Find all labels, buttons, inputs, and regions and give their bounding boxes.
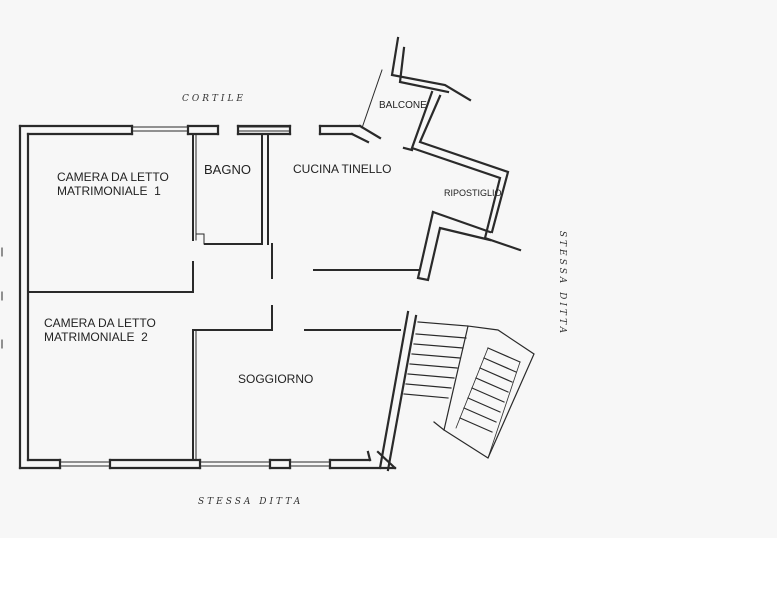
interior-walls [27, 133, 419, 461]
label-bedroom-1-line2: MATRIMONIALE 1 [57, 184, 161, 198]
label-storage: RIPOSTIGLIO [444, 188, 502, 198]
outer-walls [18, 124, 397, 470]
label-neighbor-bottom: STESSA DITTA [198, 497, 304, 507]
label-balcony: BALCONE [379, 100, 427, 111]
right-walls [378, 36, 522, 472]
staircase [403, 321, 535, 459]
balcony-railing [361, 69, 383, 129]
label-courtyard: CORTILE [182, 94, 246, 104]
label-living-room: SOGGIORNO [238, 372, 314, 386]
label-bedroom-1-line1: CAMERA DA LETTO [57, 170, 169, 184]
label-neighbor-right: STESSA DITTA [557, 230, 568, 337]
label-bathroom: BAGNO [204, 162, 251, 177]
label-kitchen: CUCINA TINELLO [293, 162, 392, 176]
label-bedroom-2-line1: CAMERA DA LETTO [44, 316, 156, 330]
label-bedroom-2-line2: MATRIMONIALE 2 [44, 330, 148, 344]
